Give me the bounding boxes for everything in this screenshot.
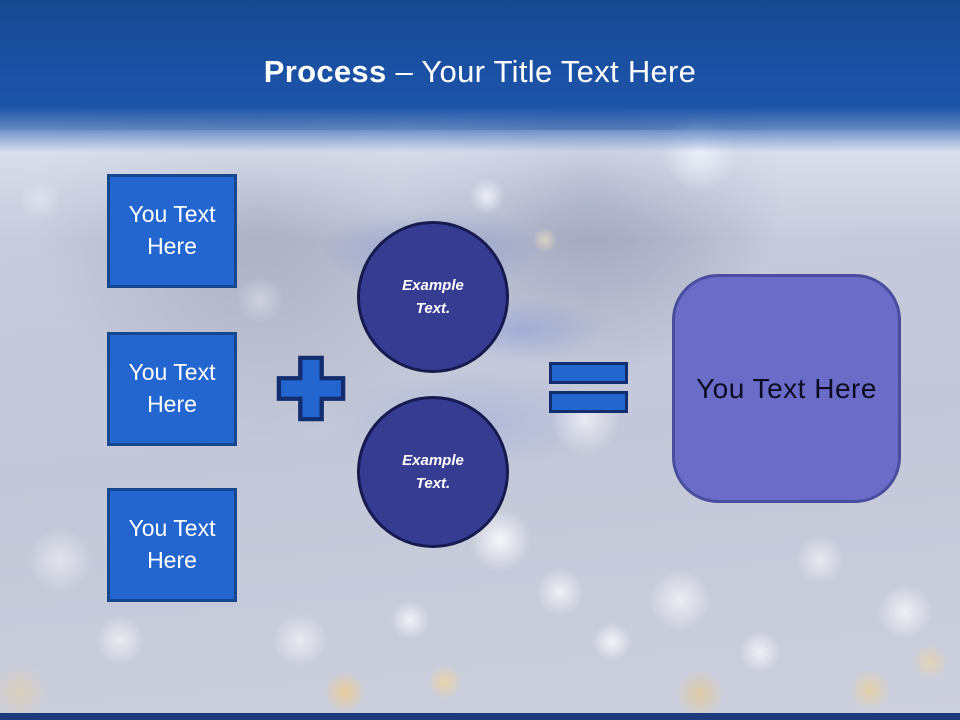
slide-title-keyword: Process: [263, 54, 387, 89]
text-placeholder-box-2: You Text Here: [107, 332, 237, 446]
equals-bar-bottom: [549, 391, 628, 413]
example-circle-label: Example Text.: [402, 451, 464, 492]
equals-bar-top: [549, 362, 628, 384]
text-placeholder-label: You Text Here: [128, 515, 216, 573]
text-placeholder-box-1: You Text Here: [107, 174, 237, 288]
example-circle-label: Example Text.: [402, 276, 464, 317]
example-circle-1: Example Text.: [357, 221, 509, 373]
equals-icon: [549, 362, 628, 414]
text-placeholder-label: You Text Here: [128, 359, 216, 417]
result-placeholder-label: You Text Here: [696, 372, 877, 404]
example-circle-2: Example Text.: [357, 396, 509, 548]
slide-title: Process– Your Title Text Here: [0, 54, 960, 90]
result-placeholder-box: You Text Here: [672, 274, 901, 503]
plus-icon: [276, 355, 346, 422]
text-placeholder-label: You Text Here: [128, 201, 216, 259]
bottom-edge-strip: [0, 713, 960, 720]
slide-title-subtitle: – Your Title Text Here: [395, 54, 697, 89]
title-banner: [0, 0, 960, 152]
text-placeholder-box-3: You Text Here: [107, 488, 237, 602]
